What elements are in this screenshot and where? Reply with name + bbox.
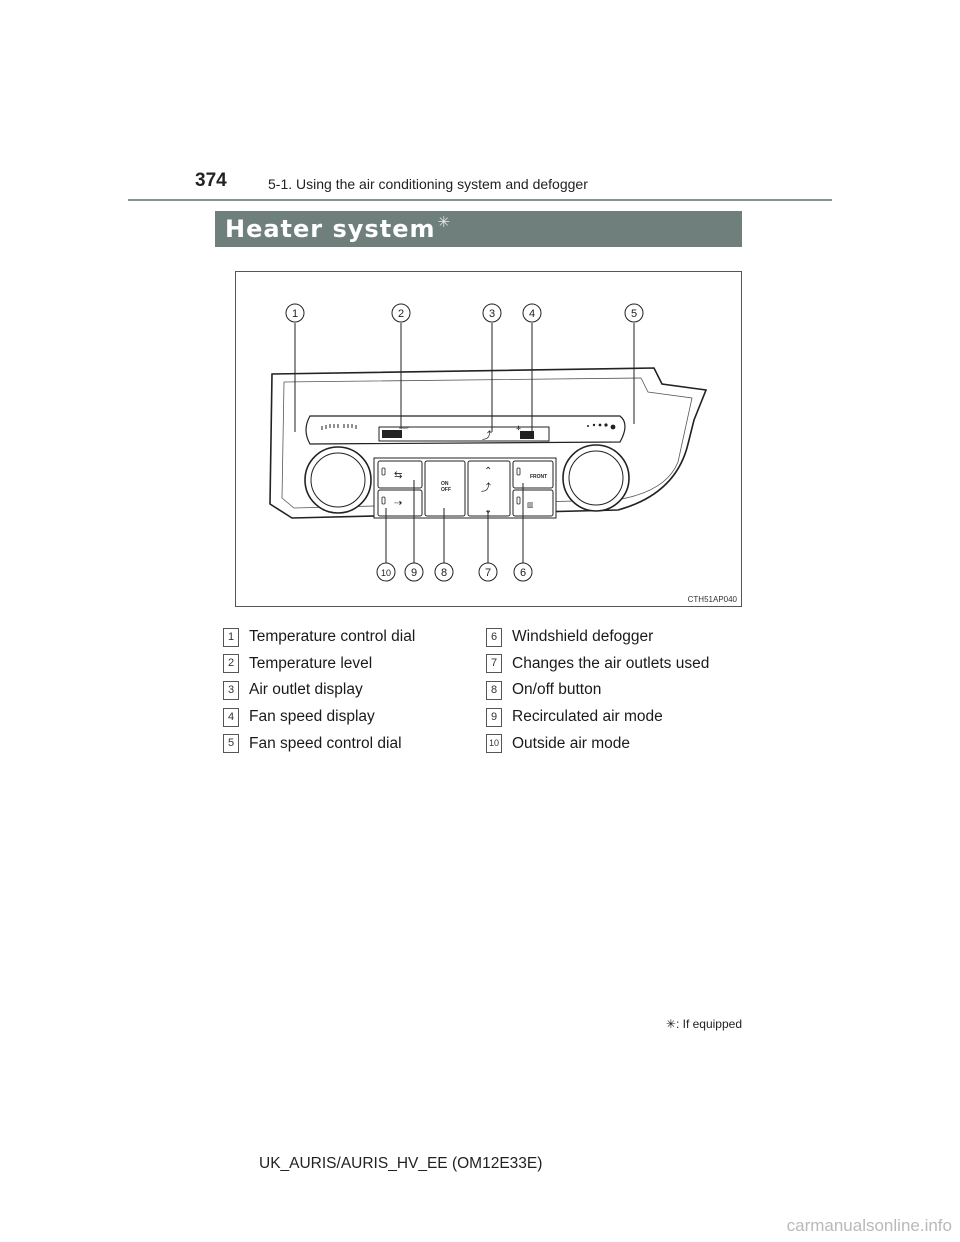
callout-2: 2: [398, 308, 404, 320]
outside-air-button: [377, 489, 423, 517]
callout-5: 5: [631, 308, 637, 320]
callout-10: 10: [381, 568, 391, 578]
legend-item: 9 Recirculated air mode: [486, 704, 709, 731]
legend-item: 3 Air outlet display: [223, 677, 415, 704]
footnote-marker: ✳: [665, 1017, 676, 1031]
front-label: FRONT: [530, 474, 547, 480]
air-outlet-mode-icon: ⤴: [481, 481, 491, 494]
air-outlet-icon: ⤴: [482, 429, 492, 442]
temp-label: TEMP: [398, 425, 409, 430]
off-label: OFF: [441, 487, 451, 493]
legend-text: Fan speed control dial: [249, 734, 402, 752]
legend-number: 1: [223, 627, 239, 647]
figure-code: CTH51AP040: [687, 595, 737, 604]
on-off-button: [424, 460, 466, 517]
temperature-scale: [321, 424, 357, 430]
legend-number: 2: [223, 654, 239, 674]
legend-text: Air outlet display: [249, 681, 363, 699]
legend-number: 8: [486, 680, 502, 700]
recirculated-air-button: [377, 460, 423, 489]
legend-item: 5 Fan speed control dial: [223, 730, 415, 757]
legend-left: 1 Temperature control dial 2 Temperature l…: [223, 624, 415, 757]
legend-item: 4 Fan speed display: [223, 704, 415, 731]
legend-text: Temperature control dial: [249, 628, 416, 646]
section-header: 5-1. Using the air conditioning system a…: [268, 176, 588, 192]
footnote-text: : If equipped: [675, 1017, 742, 1031]
legend-number: 10: [486, 734, 502, 754]
heater-panel-figure: TEMP ⤴ ✻: [235, 271, 742, 607]
legend-text: Windshield defogger: [512, 628, 654, 646]
windshield-defogger-button: [512, 460, 554, 489]
if-equipped-marker: ✳: [437, 214, 451, 231]
legend-text: Temperature level: [249, 654, 373, 672]
callout-circles: [285, 303, 644, 582]
legend-text: Outside air mode: [512, 734, 631, 752]
heater-panel-illustration: TEMP ⤴ ✻: [269, 303, 708, 582]
callout-3: 3: [489, 308, 495, 320]
callout-7: 7: [485, 567, 491, 579]
legend-item: 8 On/off button: [486, 677, 709, 704]
legend-item: 10 Outside air mode: [486, 730, 709, 757]
fan-speed-scale: [587, 423, 616, 430]
outside-air-icon: ⇢: [394, 498, 402, 509]
legend-text: Fan speed display: [249, 708, 375, 726]
legend-text: On/off button: [512, 681, 602, 699]
callout-6: 6: [520, 567, 526, 579]
recirculate-icon: ⇆: [394, 470, 402, 481]
footer-model-code: UK_AURIS/AURIS_HV_EE (OM12E33E): [259, 1155, 543, 1172]
callout-9: 9: [411, 567, 417, 579]
callout-4: 4: [529, 308, 535, 320]
page-title: Heater system: [225, 215, 436, 243]
legend-item: 6 Windshield defogger: [486, 624, 709, 651]
header-divider: [128, 199, 832, 201]
legend-item: 7 Changes the air outlets used: [486, 651, 709, 678]
fan-speed-bars: [520, 431, 534, 439]
legend-number: 5: [223, 734, 239, 754]
legend-right: 6 Windshield defogger 7 Changes the air ou…: [486, 624, 709, 757]
lcd-window: [378, 426, 550, 442]
air-outlet-button: [467, 460, 511, 517]
fan-icon: ✻: [516, 425, 521, 432]
footnote: ✳: If equipped: [666, 1017, 742, 1031]
page-number: 374: [195, 170, 227, 191]
chevron-up-icon: ⌃: [484, 466, 492, 477]
legend-item: 2 Temperature level: [223, 651, 415, 678]
legend-number: 3: [223, 680, 239, 700]
legend-text: Changes the air outlets used: [512, 654, 710, 672]
legend-text: Recirculated air mode: [512, 708, 663, 726]
callout-8: 8: [441, 567, 447, 579]
temperature-dial-inner: [310, 452, 366, 508]
legend-number: 6: [486, 627, 502, 647]
legend-item: 1 Temperature control dial: [223, 624, 415, 651]
callout-1: 1: [292, 308, 298, 320]
fan-dial-inner: [568, 450, 624, 506]
title-bar: Heater system✳: [215, 211, 742, 247]
legend-number: 9: [486, 707, 502, 727]
temperature-level-bars: [382, 430, 402, 438]
rear-defog-icon: ▥: [527, 501, 534, 509]
watermark: carmanualsonline.info: [786, 1216, 952, 1235]
on-label: ON: [441, 481, 449, 487]
button-indicators: [381, 467, 521, 505]
legend-number: 4: [223, 707, 239, 727]
callout-lines: [294, 323, 635, 563]
legend-number: 7: [486, 654, 502, 674]
